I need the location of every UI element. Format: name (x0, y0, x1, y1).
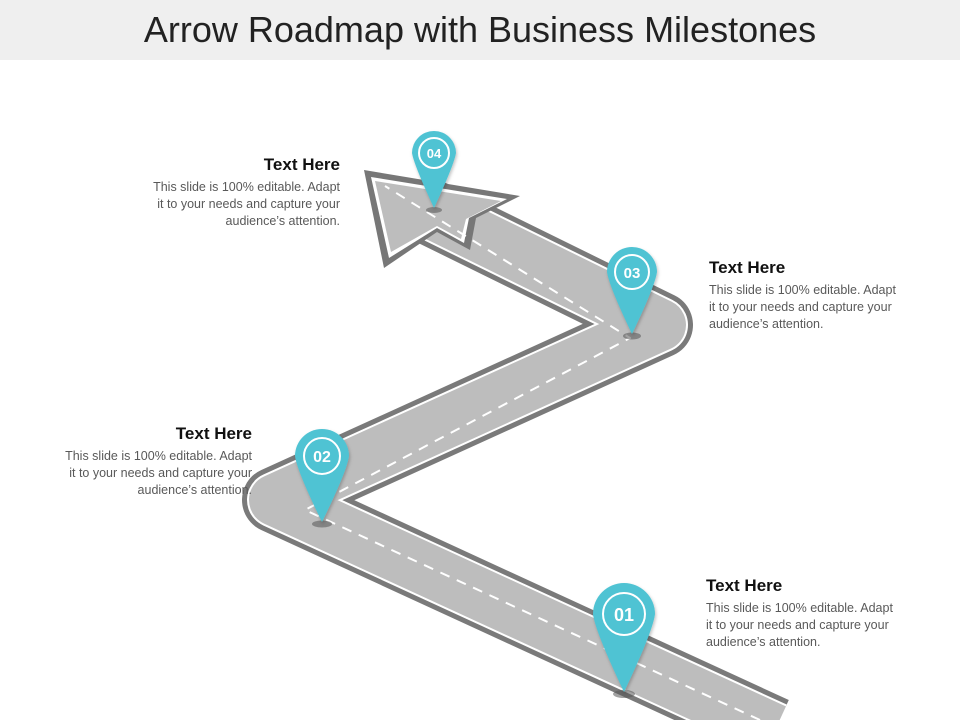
description-line: audience’s attention. (706, 635, 821, 649)
milestone-heading: Text Here (175, 424, 252, 443)
milestone-description: This slide is 100% editable. Adapt it to… (706, 600, 928, 651)
pin-ring (614, 254, 650, 290)
pin-shadow (426, 207, 442, 213)
description-line: This slide is 100% editable. Adapt (153, 180, 340, 194)
description-line: This slide is 100% editable. Adapt (65, 449, 252, 463)
milestone-03-text: Text Here This slide is 100% editable. A… (709, 258, 931, 333)
road-surface (249, 188, 786, 720)
milestone-02-text: Text Here This slide is 100% editable. A… (30, 424, 252, 499)
description-line: it to your needs and capture your (709, 300, 892, 314)
description-line: audience’s attention. (225, 214, 340, 228)
pin-shadow (613, 690, 635, 698)
road-shape (242, 170, 789, 720)
description-line: it to your needs and capture your (706, 618, 889, 632)
description-line: audience’s attention. (137, 483, 252, 497)
pin-shadow (623, 332, 641, 340)
milestone-01-text: Text Here This slide is 100% editable. A… (706, 576, 928, 651)
description-line: it to your needs and capture your (157, 197, 340, 211)
pin-marker (295, 429, 349, 522)
description-line: This slide is 100% editable. Adapt (709, 283, 896, 297)
milestone-heading: Text Here (263, 155, 340, 174)
pin-marker (607, 247, 657, 334)
milestone-number: 01 (614, 605, 634, 625)
milestone-description: This slide is 100% editable. Adapt it to… (30, 448, 252, 499)
road-center-dash (304, 185, 761, 720)
description-line: This slide is 100% editable. Adapt (706, 601, 893, 615)
pin-shadow (312, 520, 332, 528)
milestone-description: This slide is 100% editable. Adapt it to… (118, 179, 340, 230)
milestone-heading: Text Here (709, 258, 786, 277)
milestone-number: 03 (624, 265, 641, 282)
pin-ring (303, 437, 341, 475)
milestone-number: 02 (313, 449, 331, 466)
pin-marker (412, 131, 456, 208)
milestone-number: 04 (427, 146, 442, 161)
pin-marker (593, 583, 655, 692)
slide-title: Arrow Roadmap with Business Milestones (143, 9, 817, 50)
milestone-description: This slide is 100% editable. Adapt it to… (709, 282, 931, 333)
title-bar (0, 0, 960, 60)
arrow-head-surface (375, 181, 501, 252)
pin-03: 03 (607, 247, 657, 340)
pin-ring (602, 592, 646, 636)
pin-04: 04 (412, 131, 456, 213)
description-line: it to your needs and capture your (69, 466, 252, 480)
pin-ring (418, 137, 450, 169)
milestone-04-text: Text Here This slide is 100% editable. A… (118, 155, 340, 230)
pin-02: 02 (295, 429, 349, 528)
pin-01: 01 (593, 583, 655, 698)
milestone-heading: Text Here (706, 576, 783, 595)
description-line: audience’s attention. (709, 317, 824, 331)
